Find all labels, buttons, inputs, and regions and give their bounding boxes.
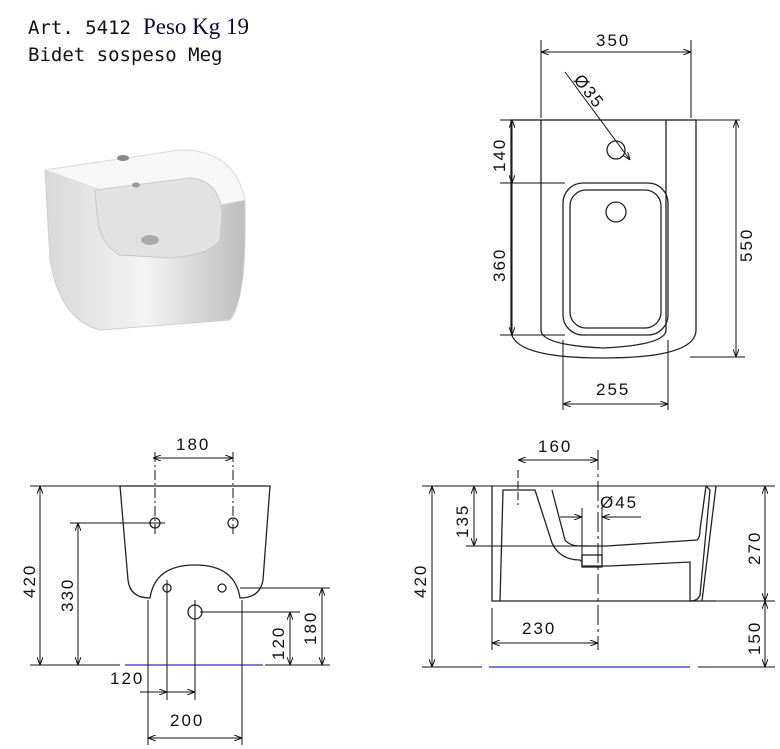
dim-bolt-spacing: 200 (170, 711, 204, 730)
dim-total-height: 420 (20, 564, 39, 598)
front-view: 180 420 330 120 180 120 200 (20, 435, 330, 745)
dim-hole-diameter: Ø35 (570, 71, 608, 113)
dim-side-total-height: 420 (411, 564, 430, 598)
dim-floor-clearance: 150 (745, 621, 764, 655)
dim-rim-depth: 140 (490, 138, 509, 172)
dim-bowl-length: 360 (490, 248, 509, 282)
dim-width: 350 (596, 31, 630, 50)
title-line: Art. 5412 Peso Kg 19 (28, 14, 249, 40)
dim-drain-height: 120 (269, 626, 288, 660)
dim-fixing-spacing: 180 (176, 435, 210, 454)
dim-offset: 120 (110, 669, 144, 688)
dim-total-length: 550 (737, 228, 756, 262)
side-view: 160 Ø45 135 420 270 150 230 (411, 437, 775, 668)
dim-bowl-width: 255 (596, 380, 630, 399)
dim-wall-to-drain: 230 (522, 619, 556, 638)
product-name: Bidet sospeso Meg (28, 44, 223, 66)
dim-tap-to-drain: 160 (538, 437, 572, 456)
dim-drain-depth: 135 (453, 504, 472, 538)
dim-supply-height: 180 (301, 611, 320, 645)
dim-body-height: 270 (745, 531, 764, 565)
bidet-3d-render (44, 149, 246, 331)
article-number: Art. 5412 (28, 17, 131, 39)
weight-label: Peso Kg 19 (142, 14, 250, 39)
top-view: 350 Ø35 140 360 550 255 (490, 31, 756, 410)
dim-fixing-height: 330 (58, 578, 77, 612)
dim-drain-diameter: Ø45 (600, 493, 638, 512)
